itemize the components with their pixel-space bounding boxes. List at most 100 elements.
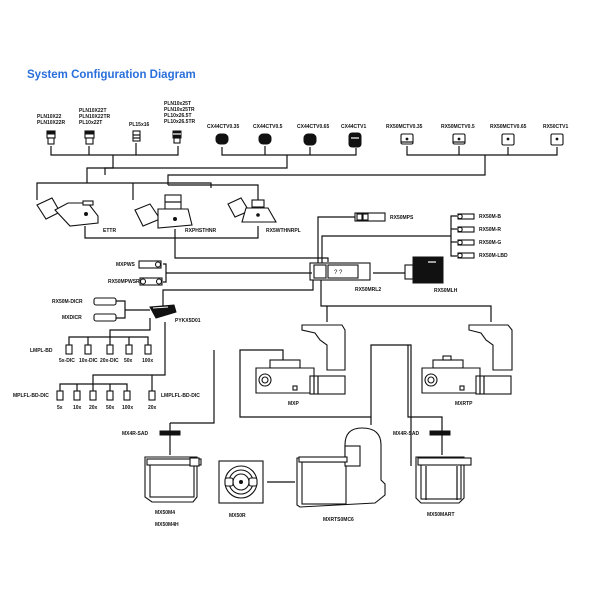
camera-adapter-label: RX50CTV1 [543, 124, 569, 130]
dic-slider-icon [93, 297, 117, 306]
camera-adapter-icon [501, 133, 515, 146]
filter-icon [457, 239, 475, 246]
stage-label: MX50MART [427, 512, 455, 518]
stage-adapter-label: MX4R-SAD [122, 431, 149, 437]
objective-label: 20x [89, 405, 98, 411]
objective-label: 100x [142, 358, 153, 364]
stage-label: MX50M4H [155, 522, 179, 528]
filter-icon [457, 213, 475, 220]
stand-mxp-icon [255, 324, 346, 395]
eyepiece-icon [172, 130, 182, 144]
objective-label: 50x [124, 358, 133, 364]
eyepiece-label: PL15x16 [129, 122, 150, 128]
stand-label: MXRTP [455, 401, 473, 407]
camera-adapter-icon [400, 133, 414, 145]
objective-label: 5x [57, 405, 63, 411]
rx-camera-adapter-group: RX50MCTV0.35 RX50MCTV0.5 RX50MCTV0.65 RX… [167, 124, 569, 185]
objective-icon [89, 390, 97, 401]
camera-adapter-label: CX44CTV0.65 [297, 124, 329, 130]
objective-label: 10x [73, 405, 82, 411]
eyepiece-label: PL10x22T [79, 120, 102, 126]
dic-slider-label: RX50M-DICR [52, 299, 83, 305]
eyepiece-label: PLN10X22 [37, 114, 62, 120]
power-supply-label: RX50MPS [390, 215, 414, 221]
eyepiece-icon [46, 130, 56, 145]
filter-label: RX50M-R [479, 227, 501, 233]
objective-icon [144, 344, 152, 355]
stages-group: MX50M4 MX50M4H MX50R MXRTS0MC6 MX [144, 427, 472, 528]
nosepiece-label: PYKX5D01 [175, 318, 201, 324]
tube-label: RXPHSTHNR [185, 228, 217, 234]
camera-adapter-icon [348, 132, 362, 148]
polarizer-group: MXPWS RX50MPWSR [108, 260, 312, 286]
filter-label: RX50M-G [479, 240, 501, 246]
eyepiece-label: PLN10x25T [164, 101, 191, 107]
power-supply-icon [354, 212, 386, 222]
objective-icon [73, 390, 81, 401]
objectives-lmpl-group: LMPL-BD 5x-DIC 10x-DIC 20x-DIC 50x 100x [30, 318, 153, 364]
camera-adapter-label: CX44CTV1 [341, 124, 367, 130]
eyepiece-label: PLN10X22TR [79, 114, 111, 120]
camera-adapter-label: RX50MCTV0.5 [441, 124, 475, 130]
eyepiece-icon [84, 130, 95, 145]
tube-ettr-icon [36, 197, 99, 227]
eyepiece-group: PLN10X22 PLN10X22R PLN10X22T PLN10X22TR … [37, 101, 196, 180]
stage-label: MXRTS0MC6 [323, 517, 354, 523]
stage-mxrts0mc6-icon [296, 427, 386, 508]
camera-adapter-icon [452, 133, 466, 145]
objective-label: 5x-DIC [59, 358, 75, 364]
reflector-unit-icon: ? ? [309, 262, 371, 281]
eyepiece-label: PL10x26.5T [164, 113, 192, 119]
objective-series-label: LMPLFL-BD-DIC [161, 393, 200, 399]
eyepiece-label: PLN10X22T [79, 108, 107, 114]
dic-slider-icon [93, 313, 117, 322]
camera-adapter-label: RX50MCTV0.35 [386, 124, 423, 130]
nosepiece-icon [149, 304, 177, 319]
stage-adapter-icon [429, 430, 451, 436]
camera-adapter-icon [550, 133, 564, 146]
objective-icon [106, 344, 114, 355]
stand-label: MXP [288, 401, 300, 407]
objective-icon [125, 344, 133, 355]
filter-label: RX50M-LBD [479, 253, 508, 259]
polarizer-label: MXPWS [116, 262, 136, 268]
objective-series-label: LMPL-BD [30, 348, 53, 354]
eyepiece-label: PLN10X22R [37, 120, 65, 126]
tube-rxphsthnr-icon [134, 194, 193, 229]
stage-adapter-label: MX4R-SAD [393, 431, 420, 437]
objective-label: 20x-DIC [100, 358, 119, 364]
stands-group: MXP MXRTP [170, 280, 513, 466]
page-title: System Configuration Diagram [27, 69, 196, 81]
objective-label: 100x [122, 405, 133, 411]
objective-series-label: MPLFL-BD-DIC [13, 393, 49, 399]
objective-label: 20x [148, 405, 157, 411]
filter-label: RX50M-B [479, 214, 501, 220]
tube-label: ETTR [103, 228, 116, 234]
polarizer-icon [139, 277, 163, 286]
stage-mx50m4-icon [144, 456, 202, 503]
objective-icon [148, 390, 156, 401]
objective-icon [84, 344, 92, 355]
camera-adapter-icon [303, 133, 317, 146]
camera-adapter-icon [215, 133, 229, 145]
stage-adapter-group: MX4R-SAD MX4R-SAD [122, 422, 451, 455]
camera-adapter-label: CX44CTV0.5 [253, 124, 283, 130]
eyepiece-label: PLN10x25TR [164, 107, 195, 113]
eyepiece-icon [132, 130, 141, 142]
polarizer-icon [138, 260, 162, 269]
objective-label: 10x-DIC [79, 358, 98, 364]
dic-group: RX50M-DICR MXDICR PYKX5D01 [52, 280, 314, 324]
lamp-house-label: RX50MLH [434, 288, 458, 294]
stage-label: MX50M4 [155, 510, 175, 516]
objective-label: 50x [106, 405, 115, 411]
illumination-group: RX50MPS RX50M-B RX50M-R RX50M-G RX50M-LB… [309, 212, 508, 294]
svg-text:? ?: ? ? [334, 270, 343, 276]
stand-mxrtp-icon [421, 324, 513, 395]
objectives-mplfl-group: MPLFL-BD-DIC 5x 10x 20x 50x 100x LMPLFL-… [13, 322, 200, 411]
objective-icon [106, 390, 114, 401]
camera-adapter-icon [258, 133, 272, 145]
objective-icon [65, 344, 73, 355]
reflector-label: RX50MRL2 [355, 287, 381, 293]
camera-adapter-label: CX44CTV0.35 [207, 124, 239, 130]
stage-mx50mart-icon [415, 456, 472, 504]
